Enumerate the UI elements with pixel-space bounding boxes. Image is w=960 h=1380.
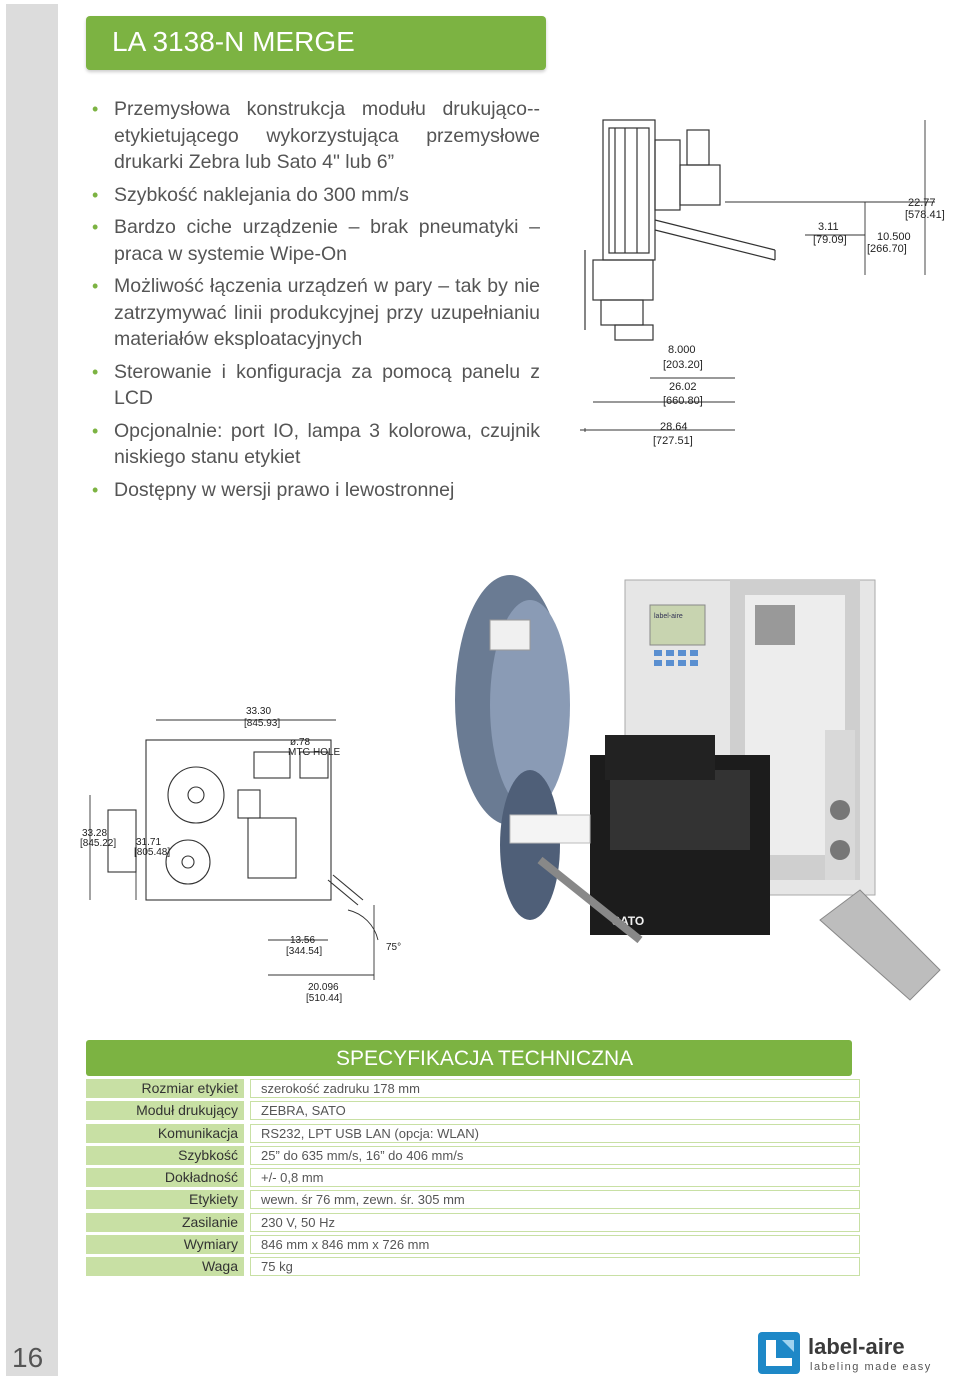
spec-label: Moduł drukujący — [86, 1101, 244, 1121]
bullet-icon: • — [92, 99, 99, 119]
spec-label: Wymiary — [86, 1235, 244, 1255]
feature-item: •Dostępny w wersji prawo i lewostronnej — [92, 477, 540, 504]
bullet-icon: • — [92, 361, 99, 382]
dim-w1-label: 13.56 — [290, 935, 315, 946]
product-photo: label-aire SATO — [455, 575, 941, 1001]
spec-value: RS232, LPT USB LAN (opcja: WLAN) — [250, 1123, 860, 1143]
page-title: LA 3138-N MERGE — [112, 26, 355, 57]
dim-e-label: 26.02 — [669, 381, 697, 393]
dim-top-label: 33.30 — [246, 706, 271, 717]
dim-a-label: 22.77 — [908, 197, 936, 209]
angle-label: 75° — [386, 942, 401, 953]
spec-value: +/- 0,8 mm — [250, 1168, 860, 1188]
title-banner: LA 3138-N MERGE — [86, 16, 546, 70]
spec-row: Komunikacja RS232, LPT USB LAN (opcja: WL… — [86, 1123, 860, 1143]
dim-top-mm-label: [845.93] — [244, 718, 280, 729]
bullet-icon: • — [92, 420, 99, 441]
spec-value: ZEBRA, SATO — [250, 1101, 860, 1121]
feature-item: •Bardzo ciche urządzenie – brak pneumaty… — [92, 216, 540, 265]
logo-mark-icon — [758, 1332, 800, 1374]
panel-brand: label-aire — [654, 613, 683, 620]
bullet-icon: • — [92, 276, 99, 296]
spec-row: Waga 75 kg — [86, 1257, 860, 1277]
bullet-icon: • — [92, 479, 99, 500]
spec-label: Szybkość — [86, 1145, 244, 1165]
dim-a-mm-label: [578.41] — [905, 209, 945, 221]
dim-h2-label: 31.71 — [136, 837, 161, 848]
spec-row: Wymiary 846 mm x 846 mm x 726 mm — [86, 1235, 860, 1255]
dim-c-mm-label: [266.70] — [867, 243, 907, 255]
dim-w1-mm-label: [344.54] — [286, 946, 322, 957]
spec-row: Moduł drukujący ZEBRA, SATO — [86, 1101, 860, 1121]
spec-value: wewn. śr 76 mm, zewn. śr. 305 mm — [250, 1190, 860, 1210]
logo-tagline: labeling made easy — [810, 1361, 932, 1373]
front-view-drawing: 33.30 [845.93] ø.78 MTG HOLE 33.28 [845.… — [80, 706, 401, 1004]
page-number: 16 — [12, 1342, 44, 1373]
spec-row: Rozmiar etykiet szerokość zadruku 178 mm — [86, 1079, 860, 1098]
spec-value: szerokość zadruku 178 mm — [250, 1079, 860, 1098]
dim-b-mm-label: [79.09] — [813, 234, 847, 246]
dim-c-label: 10.500 — [877, 231, 911, 243]
spec-label: Rozmiar etykiet — [86, 1079, 244, 1098]
spec-label: Etykiety — [86, 1190, 244, 1210]
feature-item: •Szybkość naklejania do 300 mm/s — [92, 182, 540, 209]
dim-h1-mm-label: [845.22] — [80, 838, 116, 849]
side-view-drawing: 22.77 [578.41] 3.11 [79.09] 10.500 [266.… — [580, 119, 945, 447]
label-aire-logo: label-aire labeling made easy — [758, 1332, 932, 1374]
spec-label: Komunikacja — [86, 1123, 244, 1143]
spec-label: Waga — [86, 1257, 244, 1277]
spec-row: Dokładność +/- 0,8 mm — [86, 1168, 860, 1188]
spec-value: 75 kg — [250, 1257, 860, 1277]
feature-item: •Opcjonalnie: port IO, lampa 3 kolorowa,… — [92, 419, 540, 469]
logo-name: label-aire — [808, 1334, 905, 1359]
dim-f-mm-label: [727.51] — [653, 435, 693, 447]
dim-f-label: 28.64 — [660, 421, 688, 433]
spec-label: Dokładność — [86, 1168, 244, 1188]
spec-value: 846 mm x 846 mm x 726 mm — [250, 1235, 860, 1255]
spec-value: 230 V, 50 Hz — [250, 1212, 860, 1232]
dim-d-mm-label: [203.20] — [663, 359, 703, 371]
feature-item: •Możliwość łączenia urządzeń w pary – ta… — [92, 275, 540, 350]
dim-w2-label: 20.096 — [308, 982, 339, 993]
mtg-hole-label: MTG HOLE — [288, 747, 341, 758]
feature-list: •Przemysłowa konstrukcja modułu drukując… — [92, 96, 540, 509]
spec-row: Szybkość 25” do 635 mm/s, 16” do 406 mm/s — [86, 1145, 860, 1165]
dim-b-label: 3.11 — [818, 221, 839, 233]
dim-h2-mm-label: [805.48] — [134, 847, 170, 858]
spec-heading-bar: SPECYFIKACJA TECHNICZNA — [86, 1040, 852, 1076]
spec-value: 25” do 635 mm/s, 16” do 406 mm/s — [250, 1145, 860, 1165]
spec-row: Zasilanie 230 V, 50 Hz — [86, 1212, 860, 1232]
sidebar — [6, 4, 58, 1376]
spec-row: Etykiety wewn. śr 76 mm, zewn. śr. 305 mm — [86, 1190, 860, 1210]
category-text: APLIKATORY — [67, 484, 97, 670]
feature-item: •Sterowanie i konfiguracja za pomocą pan… — [92, 360, 540, 410]
bullet-icon: • — [92, 217, 99, 237]
dim-w2-mm-label: [510.44] — [306, 993, 342, 1004]
spec-heading: SPECYFIKACJA TECHNICZNA — [336, 1047, 634, 1070]
dim-e-mm-label: [660.80] — [663, 395, 703, 407]
spec-label: Zasilanie — [86, 1212, 244, 1232]
dim-h1-label: 33.28 — [82, 828, 107, 839]
feature-item: •Przemysłowa konstrukcja modułu drukując… — [92, 98, 540, 173]
bullet-icon: • — [92, 184, 99, 205]
dim-d-label: 8.000 — [668, 344, 696, 356]
hole-diameter-label: ø.78 — [290, 737, 310, 748]
